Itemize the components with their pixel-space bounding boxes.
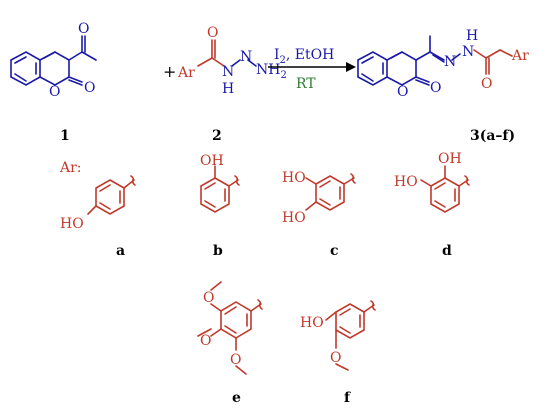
- substituent-b-label: b: [213, 243, 223, 259]
- compound-2-nh2: NH2: [256, 62, 287, 81]
- substituent-f-ho: HO: [300, 315, 324, 331]
- compound-2-structure: [197, 39, 225, 67]
- substituent-e-structure: [197, 281, 263, 375]
- compound-2-nh: N: [222, 64, 234, 80]
- substituent-b-structure: [200, 165, 240, 213]
- substituent-d-oh: OH: [438, 151, 462, 167]
- reagent-iodine: I2, EtOH: [274, 47, 334, 66]
- substituent-c-ho-top: HO: [282, 170, 306, 186]
- acetyl-oxygen: O: [78, 21, 89, 37]
- product-coumarin-structure: [357, 35, 461, 86]
- substituents-heading: Ar:: [59, 160, 82, 176]
- reaction-arrow: [268, 62, 356, 72]
- product-ar: Ar: [511, 48, 529, 64]
- product-ring-oxygen: O: [397, 84, 408, 100]
- product-lactone-oxygen: O: [430, 80, 441, 96]
- product-label: 3(a–f): [470, 128, 515, 144]
- compound-1-atoms: O O O: [49, 21, 95, 100]
- substituent-e-o-bottom: O: [230, 352, 241, 368]
- compound-2-ar: Ar: [177, 65, 195, 81]
- substituent-f-o: O: [330, 350, 341, 366]
- substituent-c-ho-bottom: HO: [282, 210, 306, 226]
- substituent-d-label: d: [442, 243, 452, 259]
- substituent-e-o-top: O: [203, 290, 214, 306]
- compound-2-oxygen: O: [207, 25, 218, 41]
- compound-1-structure: [10, 35, 97, 86]
- substituent-b-oh: OH: [200, 153, 224, 169]
- substituent-e-o-middle: O: [200, 333, 211, 349]
- compound-2-label: 2: [212, 128, 222, 144]
- compound-2-n: N: [240, 49, 252, 65]
- compound-1-label: 1: [60, 128, 70, 144]
- product-amide-n: N: [462, 44, 474, 60]
- substituent-f-structure: [325, 300, 376, 371]
- product-amide-h: H: [466, 28, 478, 44]
- compound-2-nh-h: H: [222, 81, 234, 97]
- substituent-d-structure: [420, 165, 470, 213]
- substituent-f-label: f: [344, 390, 351, 406]
- substituent-a-structure: [87, 175, 136, 215]
- product-imine-n: N: [444, 54, 456, 70]
- product-carbonyl-oxygen: O: [481, 76, 492, 92]
- plus-sign: +: [163, 62, 176, 81]
- substituent-a-ho: HO: [60, 216, 84, 232]
- substituent-d-ho: HO: [394, 174, 418, 190]
- product-acyl-structure: [473, 49, 513, 75]
- substituent-c-label: c: [330, 243, 339, 259]
- reaction-temperature: RT: [296, 76, 316, 92]
- substituent-e-label: e: [232, 390, 241, 406]
- ring-oxygen: O: [49, 84, 60, 100]
- lactone-oxygen: O: [84, 80, 95, 96]
- substituent-a-label: a: [116, 243, 125, 259]
- substituent-c-structure: [305, 173, 356, 211]
- compound-2-hydrazide-bonds: [231, 59, 257, 67]
